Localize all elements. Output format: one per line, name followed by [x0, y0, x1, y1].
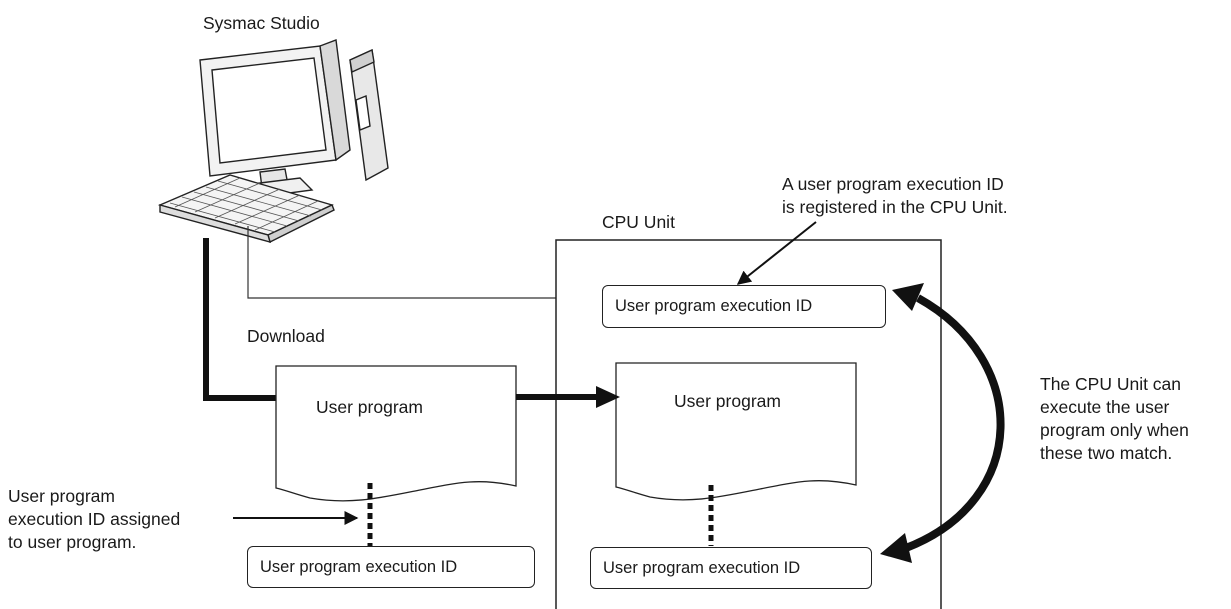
match-note: The CPU Unit can execute the user progra…	[1040, 373, 1189, 465]
pc-program-label: User program	[316, 397, 423, 417]
assigned-note-line: to user program.	[8, 532, 137, 552]
assigned-note: User program execution ID assigned to us…	[8, 485, 180, 554]
match-note-line: these two match.	[1040, 443, 1173, 463]
match-note-line: The CPU Unit can	[1040, 374, 1182, 394]
download-label: Download	[247, 326, 325, 346]
match-curve-arrow	[904, 294, 1005, 552]
cpu-registered-id-box: User program execution ID	[602, 285, 886, 328]
download-path	[203, 238, 280, 401]
match-note-line: execute the user	[1040, 397, 1170, 417]
registered-note: A user program execution ID is registere…	[782, 173, 1008, 219]
cpu-program-id-box: User program execution ID	[590, 547, 872, 589]
registered-pointer-arrow	[736, 221, 817, 285]
pc-label: Sysmac Studio	[203, 13, 320, 33]
computer-icon	[157, 39, 389, 244]
registered-note-line: A user program execution ID	[782, 174, 1004, 194]
pc-program-document	[275, 365, 517, 502]
pc-program-id-box: User program execution ID	[247, 546, 535, 588]
assigned-note-line: User program	[8, 486, 115, 506]
cpu-program-document	[615, 362, 857, 501]
cpu-program-label: User program	[674, 391, 781, 411]
cpu-unit-frame	[555, 239, 942, 609]
match-arrow-head-bottom	[880, 533, 912, 563]
transfer-arrow-head	[596, 386, 620, 408]
assigned-note-line: execution ID assigned	[8, 509, 181, 529]
cpu-unit-label: CPU Unit	[602, 212, 675, 232]
match-arrow-head-top	[892, 283, 924, 311]
connection-line	[247, 226, 556, 299]
registered-note-line: is registered in the CPU Unit.	[782, 197, 1008, 217]
match-note-line: program only when	[1040, 420, 1189, 440]
